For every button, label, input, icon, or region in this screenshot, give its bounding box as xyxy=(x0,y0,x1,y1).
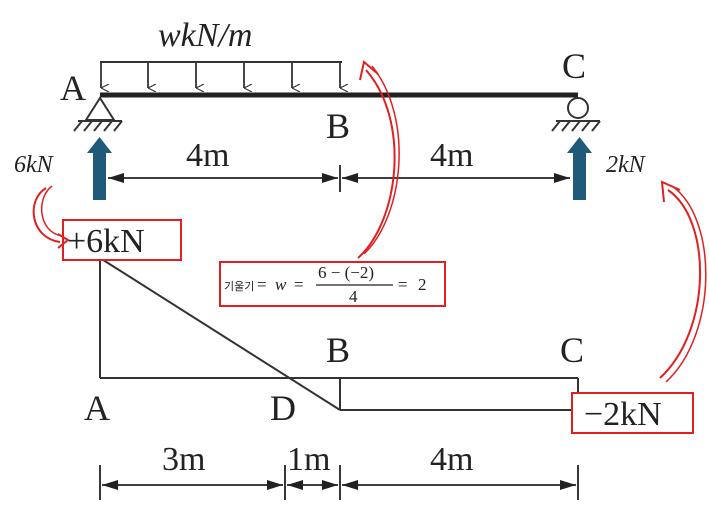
slope-numerator: 6 − (−2) xyxy=(318,263,374,282)
load-label: wkN/m xyxy=(158,17,252,54)
shear-slope xyxy=(99,257,341,411)
top-dimension xyxy=(108,165,570,192)
slope-eq2: = xyxy=(294,275,304,294)
span-bc-label: 4m xyxy=(430,137,473,174)
max-shear-box: +6kN xyxy=(62,219,182,261)
shear-point-b: B xyxy=(326,330,350,370)
arrow-reaction-to-max xyxy=(32,187,61,243)
min-shear-label: −2kN xyxy=(584,396,662,433)
seg-ad-label: 3m xyxy=(162,441,205,478)
shear-point-d: D xyxy=(270,388,296,428)
slope-eq3: = xyxy=(398,275,408,294)
load-arrows xyxy=(100,62,340,88)
reaction-arrow-c xyxy=(567,137,592,200)
max-shear-label: +6kN xyxy=(67,223,145,260)
distributed-load: wkN/m xyxy=(100,17,342,88)
reaction-arrow-a xyxy=(87,137,112,200)
slope-result: 2 xyxy=(418,275,427,294)
beam-point-a: A xyxy=(60,68,86,108)
seg-bc-label: 4m xyxy=(430,441,473,478)
arrow-min-to-reaction xyxy=(659,189,701,379)
min-shear-box: −2kN xyxy=(571,392,694,434)
slope-w: w xyxy=(275,275,287,294)
seg-db-label: 1m xyxy=(287,441,330,478)
slope-eq1: = xyxy=(257,275,267,294)
shear-point-c: C xyxy=(560,330,584,370)
roller-support-c xyxy=(551,97,601,132)
reaction-c-label: 2kN xyxy=(606,152,647,178)
slope-prefix: 기울기 xyxy=(224,280,254,293)
reaction-a-label: 6kN xyxy=(14,152,55,178)
pin-support-a xyxy=(73,96,123,132)
slope-formula-box: 기울기 = w = 6 − (−2) 4 = 2 xyxy=(219,261,446,307)
span-ab-label: 4m xyxy=(186,137,229,174)
bottom-dimension xyxy=(99,465,579,500)
annotation-arrows xyxy=(32,60,707,383)
arrow-formula-to-load xyxy=(357,69,396,259)
beam-point-b: B xyxy=(326,106,350,146)
slope-denominator: 4 xyxy=(349,287,358,306)
beam-point-c: C xyxy=(562,46,586,86)
shear-point-a: A xyxy=(84,388,110,428)
